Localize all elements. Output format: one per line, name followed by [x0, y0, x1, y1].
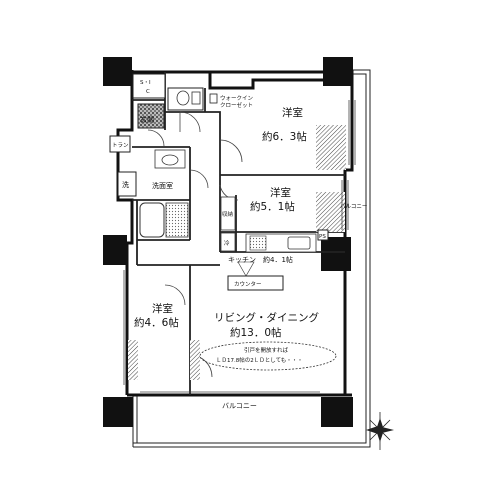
washer-label: 洗	[122, 180, 129, 189]
toilet-icon	[176, 90, 190, 106]
stove-icon	[249, 235, 267, 251]
toilet-room	[167, 87, 204, 111]
sic-label-1: S・I	[140, 80, 151, 86]
ldk-name: リビング・ダイニング	[214, 311, 319, 324]
bathtub	[139, 202, 165, 238]
bedroom2-name: 洋室	[270, 186, 291, 199]
storage-closet	[220, 196, 236, 231]
kitchen-label: キッチン 約4．1帖	[228, 255, 293, 264]
exterior-walls	[116, 70, 354, 397]
compass-icon	[366, 412, 394, 450]
sic-closet	[132, 73, 166, 99]
storage-label: 収納	[222, 210, 234, 218]
entrance-label: 玄関	[140, 115, 154, 124]
counter-box	[227, 275, 284, 291]
hatch-fills	[128, 125, 346, 380]
entrance-floor	[137, 103, 165, 129]
note-ellipse	[199, 341, 337, 371]
ldk-size: 約13．0帖	[230, 326, 282, 339]
bedroom3-size: 約4．6帖	[134, 316, 179, 329]
ps-label: PS	[319, 234, 326, 240]
walkin-label-1: ウォークイン	[220, 94, 254, 102]
balcony-side-label: バルコニー	[340, 203, 367, 210]
bedroom3-name: 洋室	[152, 302, 173, 315]
sink-icon	[191, 91, 201, 105]
kitchen-sink-icon	[287, 236, 311, 250]
fridge-space	[220, 232, 236, 252]
columns	[103, 57, 353, 427]
counter-label: カウンター	[234, 280, 262, 288]
walkin-label-2: クローゼット	[220, 101, 253, 109]
windows	[123, 86, 356, 393]
note-line-1: 引戸を開放すれば	[244, 346, 289, 354]
basin-icon	[161, 154, 179, 166]
bedroom2-size: 約5．1帖	[250, 200, 295, 213]
shoe-box	[109, 135, 131, 153]
washer-space	[117, 171, 137, 197]
shoe-box-label: トラン	[112, 142, 129, 149]
bedroom1-name: 洋室	[282, 106, 303, 119]
fridge-label: 冷	[224, 239, 230, 247]
note-line-2: ＬＤ17.8帖の2ＬＤとしても・・・	[216, 356, 303, 364]
washroom-label: 洗面室	[152, 181, 173, 190]
balcony-bottom-label: バルコニー	[222, 402, 257, 410]
walkin-marker	[209, 93, 218, 104]
bedroom1-size: 約6．3帖	[262, 130, 307, 143]
vanity	[154, 149, 186, 169]
bath-floor	[165, 202, 189, 238]
ps-box	[317, 229, 329, 241]
sic-label-2: C	[146, 89, 150, 95]
counter-arrow	[237, 261, 255, 277]
